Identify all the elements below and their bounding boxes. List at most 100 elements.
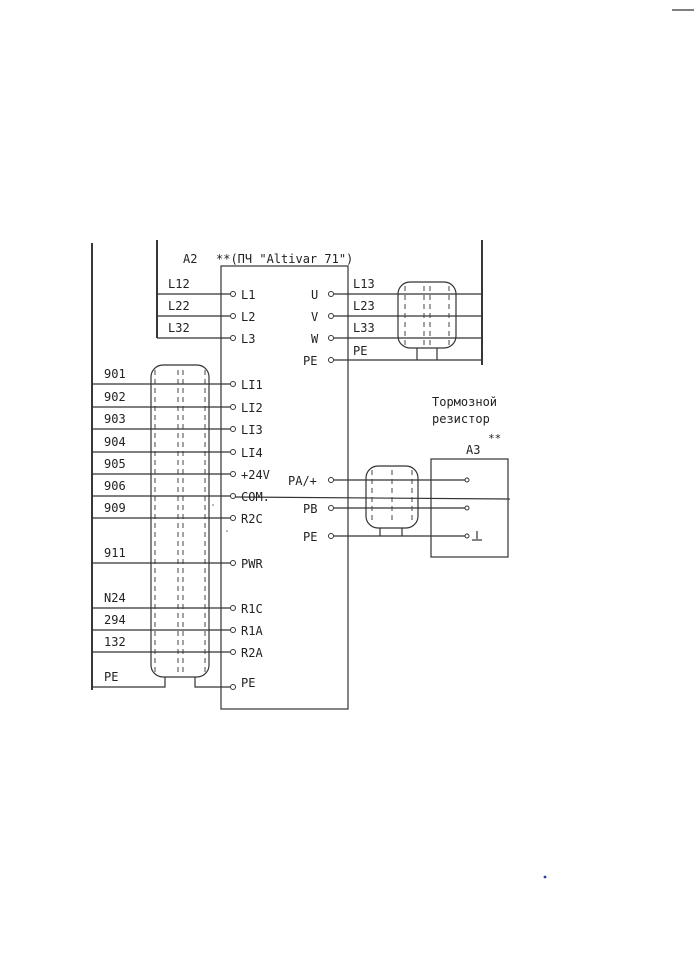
terminal-dot <box>230 313 236 319</box>
brake-cable-shield <box>365 465 419 536</box>
terminal-dot <box>230 404 236 410</box>
terminal-dot <box>328 335 334 341</box>
brake-title-line2: резистор <box>432 412 490 426</box>
terminal-dot <box>464 533 470 539</box>
svg-text:R1A: R1A <box>241 624 263 638</box>
mains-wire-2: L22 L2 <box>157 299 255 324</box>
terminal-dot <box>230 449 236 455</box>
svg-text:L22: L22 <box>168 299 190 313</box>
svg-text:PA/+: PA/+ <box>288 474 317 488</box>
terminal-dot <box>328 313 334 319</box>
motor-wire-w: W L33 <box>311 321 482 346</box>
svg-text:LI1: LI1 <box>241 378 263 392</box>
svg-text:L3: L3 <box>241 332 255 346</box>
terminal-dot <box>328 291 334 297</box>
svg-text:LI2: LI2 <box>241 401 263 415</box>
svg-text:PB: PB <box>303 502 317 516</box>
svg-text:901: 901 <box>104 367 126 381</box>
svg-text:L12: L12 <box>168 277 190 291</box>
svg-text:L1: L1 <box>241 288 255 302</box>
device-name-a2: **(ПЧ "Altivar 71") <box>216 252 353 266</box>
svg-text:LI3: LI3 <box>241 423 263 437</box>
terminal-dot <box>230 515 236 521</box>
control-wire-n24: N24 R1C <box>92 591 263 616</box>
svg-text:COM.: COM. <box>241 490 270 504</box>
svg-text:L23: L23 <box>353 299 375 313</box>
svg-text:L32: L32 <box>168 321 190 335</box>
device-mark-a3: ** <box>488 432 501 445</box>
svg-text:PE: PE <box>104 670 118 684</box>
brake-title-line1: Тормозной <box>432 395 497 409</box>
control-wire-911: 911 PWR <box>92 546 263 571</box>
control-cable-shield <box>92 364 230 688</box>
control-wire-294: 294 R1A <box>92 613 263 638</box>
terminal-dot <box>230 426 236 432</box>
svg-text:132: 132 <box>104 635 126 649</box>
svg-text:N24: N24 <box>104 591 126 605</box>
svg-text:R1C: R1C <box>241 602 263 616</box>
terminal-dot <box>328 505 334 511</box>
svg-text:PE: PE <box>353 344 367 358</box>
control-wire-901: 901 LI1 <box>92 367 263 392</box>
motor-wire-pe: PE PE <box>303 344 482 368</box>
svg-text:V: V <box>311 310 318 324</box>
control-wire-905: 905 +24V <box>92 457 270 482</box>
terminal-dot <box>230 649 236 655</box>
mains-wire-3: L32 L3 <box>157 321 255 346</box>
terminal-dot <box>230 605 236 611</box>
terminal-dot <box>464 505 470 511</box>
terminal-dot <box>230 335 236 341</box>
brake-wire-pe: PE <box>303 530 470 544</box>
svg-text:904: 904 <box>104 435 126 449</box>
terminal-dot <box>328 357 334 363</box>
terminal-dot <box>230 381 236 387</box>
svg-text:906: 906 <box>104 479 126 493</box>
svg-text:902: 902 <box>104 390 126 404</box>
svg-text:294: 294 <box>104 613 126 627</box>
motor-cable-shield <box>397 281 457 360</box>
control-wire-902: 902 LI2 <box>92 390 263 415</box>
terminal-dot <box>464 477 470 483</box>
svg-text:R2A: R2A <box>241 646 263 660</box>
terminal-dot <box>230 291 236 297</box>
svg-text:PWR: PWR <box>241 557 263 571</box>
ground-icon <box>472 531 482 541</box>
device-id-a2: A2 <box>183 252 197 266</box>
converter-a2-box <box>220 265 349 710</box>
svg-text:U: U <box>311 288 318 302</box>
brake-wire-pa: PA/+ <box>288 474 470 488</box>
terminal-dot <box>328 477 334 483</box>
terminal-dot <box>230 627 236 633</box>
control-wire-906: 906 COM. <box>92 479 511 504</box>
device-id-a3: A3 <box>466 443 480 457</box>
svg-text:W: W <box>311 332 319 346</box>
scan-dot <box>226 530 228 532</box>
scan-dot <box>543 875 547 879</box>
control-wire-909: 909 R2C <box>92 501 263 526</box>
svg-text:L13: L13 <box>353 277 375 291</box>
motor-wire-v: V L23 <box>311 299 482 324</box>
svg-text:L33: L33 <box>353 321 375 335</box>
svg-text:PE: PE <box>241 676 255 690</box>
scan-dot <box>212 504 214 506</box>
control-wire-pe: PE PE <box>104 670 255 690</box>
svg-text:909: 909 <box>104 501 126 515</box>
svg-text:905: 905 <box>104 457 126 471</box>
control-wire-903: 903 LI3 <box>92 412 263 437</box>
terminal-dot <box>230 493 236 499</box>
svg-text:R2C: R2C <box>241 512 263 526</box>
svg-text:L2: L2 <box>241 310 255 324</box>
control-wire-132: 132 R2A <box>92 635 263 660</box>
svg-text:PE: PE <box>303 530 317 544</box>
svg-text:903: 903 <box>104 412 126 426</box>
svg-text:911: 911 <box>104 546 126 560</box>
terminal-dot <box>328 533 334 539</box>
svg-text:PE: PE <box>303 354 317 368</box>
svg-text:LI4: LI4 <box>241 446 263 460</box>
terminal-dot <box>230 684 236 690</box>
svg-text:+24V: +24V <box>241 468 270 482</box>
mains-wire-1: L12 L1 <box>157 277 255 302</box>
terminal-dot <box>230 471 236 477</box>
brake-wire-pb: PB <box>303 502 470 516</box>
